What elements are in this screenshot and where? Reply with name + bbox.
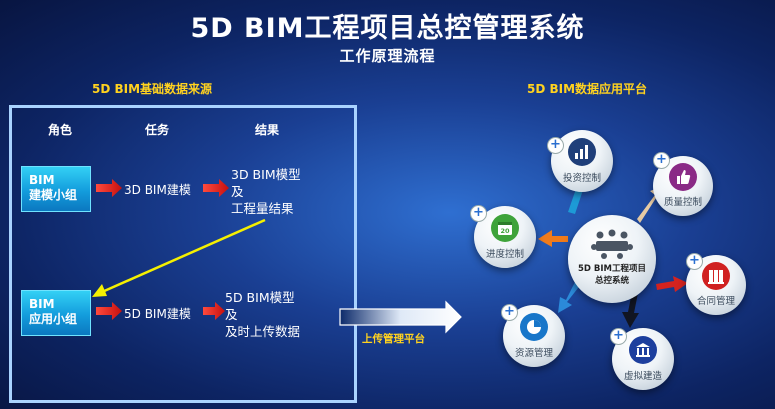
hub-arrow-to-contract — [656, 276, 688, 292]
node-resource-label: 资源管理 — [514, 348, 553, 359]
meeting-table-icon — [591, 229, 633, 259]
red-arrow-role-to-task-2 — [96, 302, 122, 320]
center-hub-node[interactable]: 5D BIM工程项目 总控系统 — [568, 215, 656, 303]
column-header-result: 结果 — [255, 123, 280, 137]
role-label-application-team: BIM 应用小组 — [29, 297, 78, 326]
plus-badge-resource[interactable]: + — [501, 304, 518, 321]
result-line: 工程量结果 — [231, 201, 294, 216]
result-3d-model: 3D BIM模型 及 工程量结果 — [231, 166, 301, 217]
node-quality-label: 质量控制 — [663, 197, 702, 208]
result-line: 5D BIM模型 — [225, 290, 295, 305]
sub-title: 工作原理流程 — [339, 47, 436, 65]
red-arrow-task-to-result-1 — [203, 179, 229, 197]
plus-badge-schedule[interactable]: + — [470, 205, 487, 222]
yellow-diagonal-arrow-head — [92, 284, 107, 297]
hub-arrow-to-resource — [558, 280, 582, 313]
right-section-heading: 5D BIM数据应用平台 — [527, 82, 648, 96]
red-arrow-role-to-task-1 — [96, 179, 122, 197]
hub-arrow-to-virtual — [622, 292, 639, 328]
node-virtual-construction-label: 虚拟建造 — [623, 371, 662, 382]
upload-connector-arrow — [339, 300, 462, 334]
node-quality[interactable]: 质量控制 — [653, 156, 713, 216]
role-box-application-team: BIM 应用小组 — [21, 290, 91, 336]
result-line: 3D BIM模型 — [231, 167, 301, 182]
bar-chart-icon — [568, 138, 596, 166]
result-line: 及时上传数据 — [225, 324, 301, 339]
data-source-panel — [9, 105, 357, 403]
red-arrow-task-to-result-2 — [203, 302, 225, 320]
hub-arrow-to-schedule — [538, 230, 568, 247]
upload-platform-label: 上传管理平台 — [362, 333, 425, 345]
column-header-task: 任务 — [145, 123, 170, 137]
pie-chart-icon — [520, 313, 548, 341]
plus-badge-contract[interactable]: + — [686, 253, 703, 270]
role-box-modeling-team: BIM 建模小组 — [21, 166, 91, 212]
result-line: 及 — [231, 184, 244, 199]
center-hub-label-line1: 5D BIM工程项目 — [577, 264, 647, 274]
center-hub-label-line2: 总控系统 — [594, 276, 629, 286]
task-3d-modeling: 3D BIM建模 — [124, 183, 191, 197]
result-line: 及 — [225, 307, 238, 322]
node-contract-label: 合同管理 — [696, 296, 735, 307]
thumbs-up-icon — [669, 163, 697, 191]
main-title: 5D BIM工程项目总控管理系统 — [190, 13, 585, 44]
node-investment-label: 投资控制 — [562, 173, 601, 184]
task-5d-modeling: 5D BIM建模 — [124, 307, 191, 321]
calendar-icon: 20 — [491, 214, 519, 242]
bank-building-icon — [629, 336, 657, 364]
yellow-diagonal-arrow-line — [101, 218, 266, 294]
plus-badge-investment[interactable]: + — [547, 137, 564, 154]
left-section-heading: 5D BIM基础数据来源 — [92, 82, 213, 96]
result-5d-model: 5D BIM模型 及 及时上传数据 — [225, 289, 300, 340]
calendar-icon-text: 20 — [500, 227, 510, 235]
plus-badge-virtual-construction[interactable]: + — [610, 328, 627, 345]
role-label-modeling-team: BIM 建模小组 — [29, 173, 78, 202]
column-header-role: 角色 — [48, 123, 73, 137]
node-schedule-label: 进度控制 — [485, 249, 524, 260]
plus-badge-quality[interactable]: + — [653, 152, 670, 169]
binders-icon — [702, 262, 730, 290]
